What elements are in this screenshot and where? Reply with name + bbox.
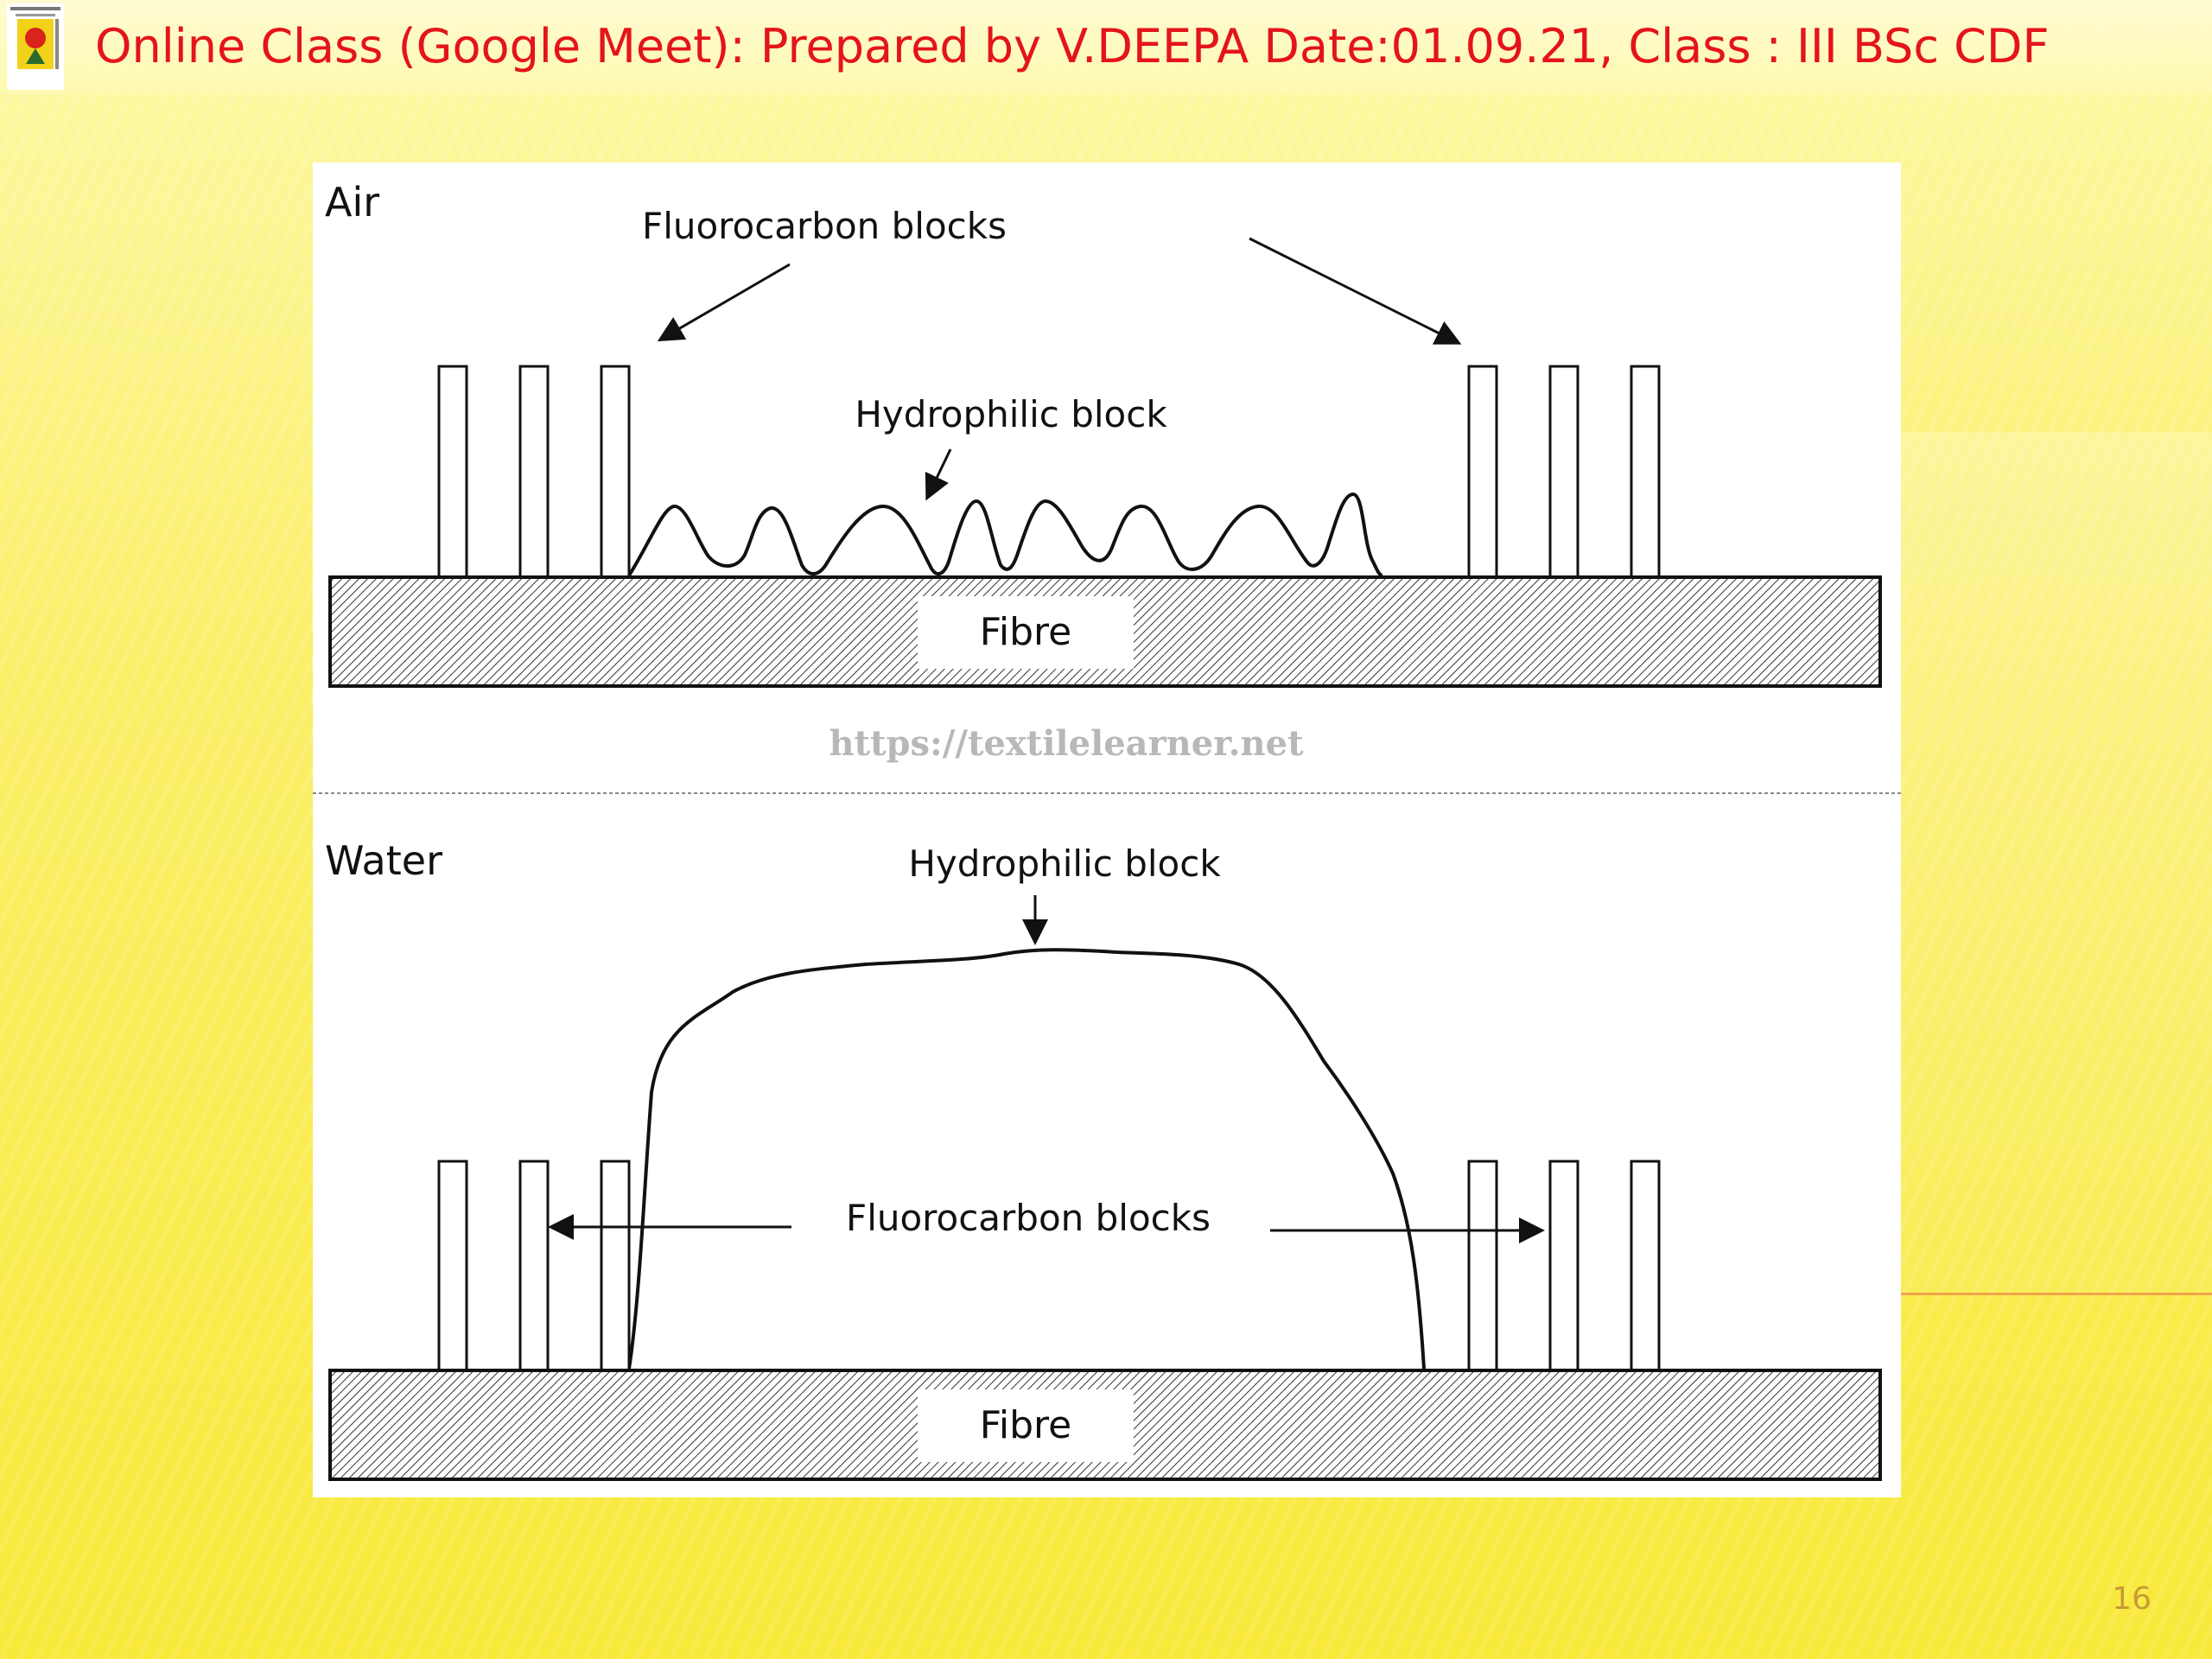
air-panel: Air Fluorocarbon blocks Hydrophilic bloc… xyxy=(325,179,1882,688)
water-fluorocarbon-bar xyxy=(518,1160,550,1372)
air-fluorocarbon-bar xyxy=(1548,365,1580,579)
water-fibre-label: Fibre xyxy=(980,1403,1071,1447)
air-fluorocarbon-arrow-right xyxy=(1249,237,1462,345)
water-fibre-label-box xyxy=(918,1389,1134,1462)
air-fluorocarbon-bar xyxy=(600,365,631,579)
water-hydrophilic-label: Hydrophilic block xyxy=(908,842,1221,885)
air-fluorocarbon-bar xyxy=(1467,365,1498,579)
accent-line xyxy=(1901,1293,2212,1295)
water-panel: Water Hydrophilic block Fluorocarbon blo… xyxy=(325,837,1882,1481)
source-watermark: https://textilelearner.net xyxy=(829,723,1304,764)
air-fluorocarbon-arrow-left xyxy=(657,263,791,342)
air-hydrophilic-chain xyxy=(627,492,1383,577)
water-fluorocarbon-bar xyxy=(1548,1160,1580,1372)
water-fluorocarbon-label: Fluorocarbon blocks xyxy=(846,1197,1211,1239)
air-fibre-label-box xyxy=(918,596,1134,669)
water-fluorocarbon-bar xyxy=(600,1160,631,1372)
air-fluorocarbon-bar xyxy=(437,365,468,579)
water-fluorocarbon-bar xyxy=(1630,1160,1661,1372)
air-fluorocarbon-label: Fluorocarbon blocks xyxy=(642,205,1007,247)
air-fluorocarbon-bar xyxy=(518,365,550,579)
air-hydrophilic-arrow xyxy=(925,448,952,501)
college-logo xyxy=(7,3,64,90)
page-number: 16 xyxy=(2112,1581,2152,1617)
diagram-panel: Air Fluorocarbon blocks Hydrophilic bloc… xyxy=(313,162,1901,1497)
water-fluorocarbon-bar xyxy=(437,1160,468,1372)
air-label: Air xyxy=(325,179,379,226)
water-hydrophilic-chain xyxy=(627,948,1426,1370)
decorative-highlight xyxy=(1901,432,2212,1296)
water-fluorocarbon-bar xyxy=(1467,1160,1498,1372)
air-fibre-label: Fibre xyxy=(980,610,1071,654)
air-hydrophilic-label: Hydrophilic block xyxy=(855,393,1167,435)
slide-title: Online Class (Google Meet): Prepared by … xyxy=(95,19,2050,73)
water-label: Water xyxy=(325,837,442,884)
header-band xyxy=(0,0,2212,95)
air-fluorocarbon-bar xyxy=(1630,365,1661,579)
